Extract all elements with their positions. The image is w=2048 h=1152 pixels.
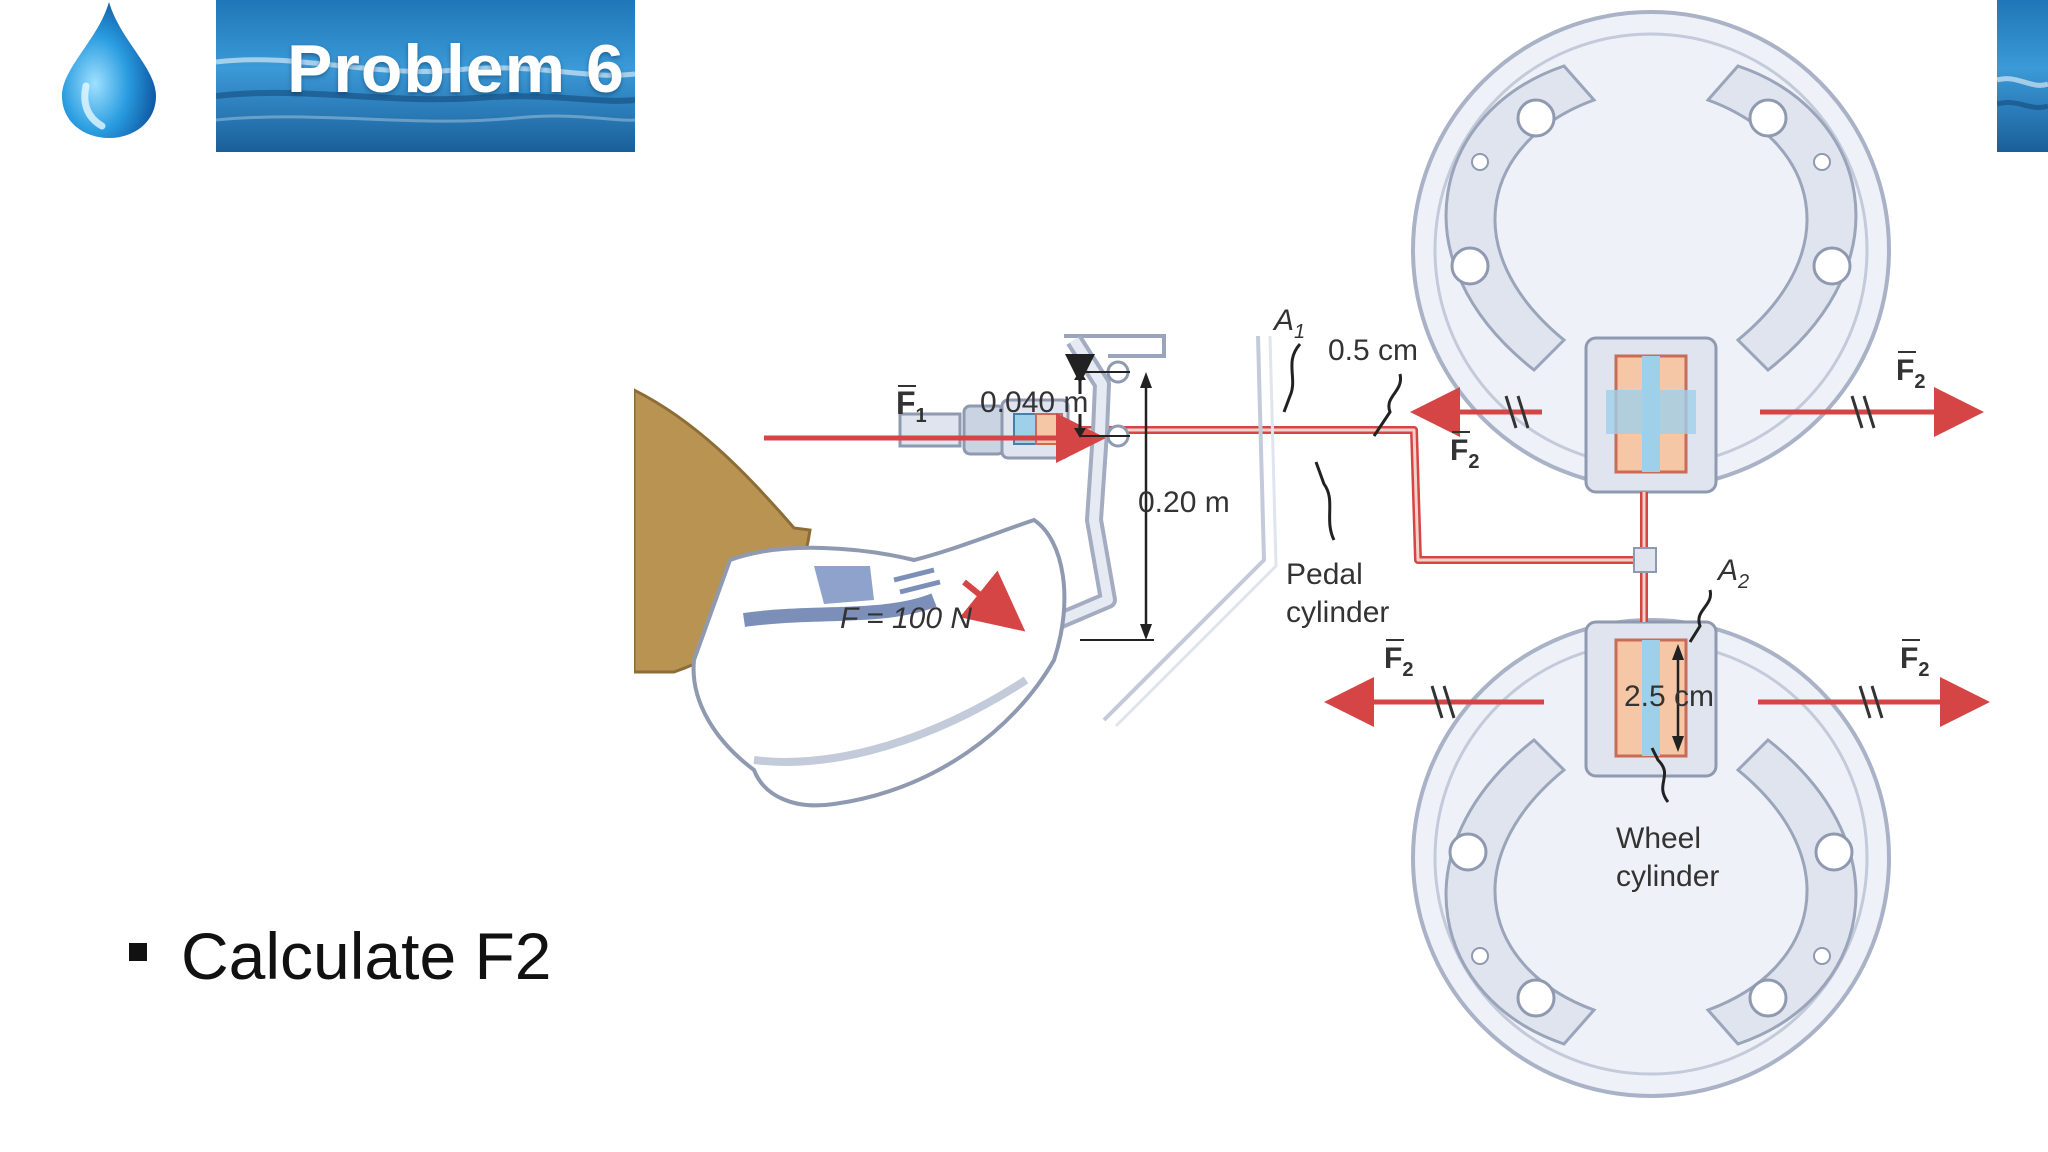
label-lever-short: 0.040 m (980, 386, 1088, 419)
label-wheel-diameter: 2.5 cm (1624, 680, 1714, 713)
lower-brake-drum (1411, 618, 1891, 1098)
water-drop-icon (62, 2, 156, 138)
label-f2-lower-right: F2 (1900, 642, 1929, 681)
title-banner (216, 0, 635, 152)
label-pedal-cylinder-2: cylinder (1286, 596, 1389, 629)
label-pedal-cylinder-1: Pedal (1286, 558, 1363, 591)
label-a2: A2 (1716, 554, 1749, 593)
bullet-marker (129, 943, 147, 961)
label-f2-lower-left: F2 (1384, 642, 1413, 681)
label-f2-upper-right: F2 (1896, 354, 1925, 393)
label-pedal-diameter: 0.5 cm (1328, 334, 1418, 367)
label-lever-long: 0.20 m (1138, 486, 1230, 519)
label-wheel-cylinder-2: cylinder (1616, 860, 1719, 893)
label-f2-upper-left: F2 (1450, 434, 1479, 473)
brake-lines (1052, 426, 1657, 622)
dimension-lines (1065, 343, 1712, 803)
bullet-text: Calculate F2 (181, 919, 552, 993)
label-wheel-cylinder-1: Wheel (1616, 822, 1701, 855)
upper-brake-drum (1411, 10, 1891, 494)
slide-title: Problem 6 (287, 31, 625, 107)
label-pedal-force: F = 100 N (840, 602, 972, 635)
label-f1: F1 (896, 385, 927, 427)
diagram-labels: F1 0.040 m 0.20 m F = 100 N A1 0.5 cm Pe… (840, 304, 1929, 893)
label-a1: A1 (1272, 304, 1305, 343)
force-arrows (764, 387, 1990, 727)
hydraulic-brake-diagram: F1 0.040 m 0.20 m F = 100 N A1 0.5 cm Pe… (634, 10, 1990, 1098)
banner-edge (1997, 0, 2048, 152)
vector-accents (898, 351, 1920, 641)
